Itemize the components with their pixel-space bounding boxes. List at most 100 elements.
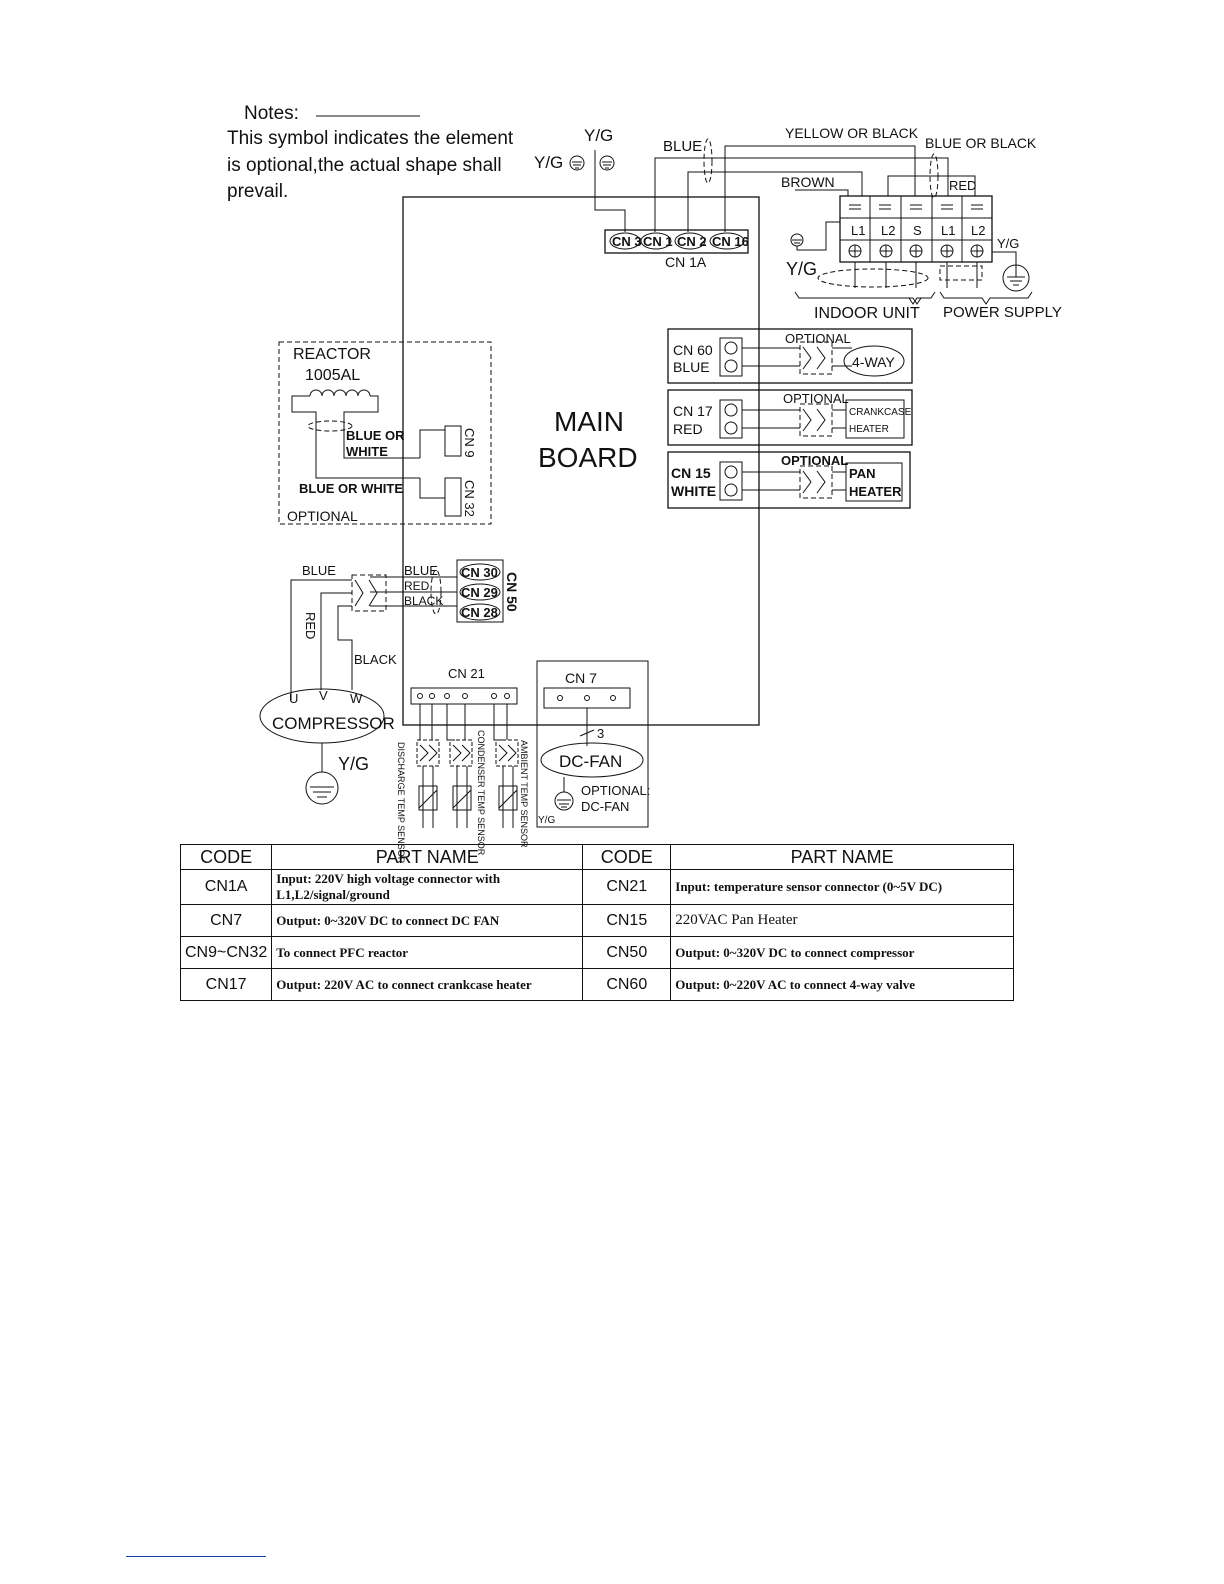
connector-block-cn1a xyxy=(604,229,749,254)
notes: Notes: This symbol indicates the element… xyxy=(227,103,514,202)
notes-heading: Notes: xyxy=(244,103,299,124)
table-header: CODE xyxy=(582,844,672,870)
wire-label-yellow-or-black: YELLOW OR BLACK xyxy=(785,125,919,141)
yg-label-top: Y/G xyxy=(584,126,613,145)
ground-icon xyxy=(554,791,574,811)
cn7-label: CN 7 xyxy=(565,670,597,686)
cn50-pin-label: CN 28 xyxy=(461,605,498,620)
dc-fan-body xyxy=(540,742,644,778)
table-cell-code: CN9~CN32 xyxy=(179,936,273,969)
ground-icon xyxy=(569,155,585,171)
optional-dc-fan: DC-FAN xyxy=(581,799,629,814)
main-board-outline xyxy=(402,196,760,726)
optional-label: OPTIONAL: xyxy=(581,783,650,798)
reactor-section: REACTOR 1005AL BLUE OR WHITE BLUE OR WHI… xyxy=(278,341,492,525)
yg-label-left: Y/G xyxy=(534,153,563,172)
wire-red-power xyxy=(887,175,976,196)
yg-label-compressor: Y/G xyxy=(338,754,369,774)
wire-cn1 xyxy=(654,157,949,232)
yg-label-indoor: Y/G xyxy=(786,259,817,279)
notes-line-1: This symbol indicates the element xyxy=(227,128,514,149)
indoor-unit-label: INDOOR UNIT xyxy=(814,305,920,322)
footer-rule xyxy=(126,1556,266,1557)
cn9-label: CN 9 xyxy=(462,428,477,458)
module-color-label: BLUE xyxy=(673,359,710,375)
wire-brown xyxy=(795,189,849,196)
table-row: CN17 Output: 220V AC to connect crankcas… xyxy=(179,968,1014,1001)
terminal-w: W xyxy=(350,691,363,706)
table-cell-part-name: Output: 0~320V DC to connect DC FAN xyxy=(271,904,584,937)
main-board-title-2: BOARD xyxy=(538,442,638,473)
wire-label-black: BLACK xyxy=(354,652,397,667)
table-cell-code: CN17 xyxy=(179,968,273,1001)
device-pan: PAN xyxy=(849,466,875,481)
module-cn15: CN 15 WHITE OPTIONAL PAN HEATER xyxy=(667,451,911,509)
svg-text:CN 3: CN 3 xyxy=(612,234,642,249)
table-cell-part-name: Output: 220V AC to connect crankcase hea… xyxy=(271,968,584,1001)
wiring-diagram: Notes: This symbol indicates the element… xyxy=(227,103,1062,864)
cn32-label: CN 32 xyxy=(462,480,477,517)
indoor-brace xyxy=(813,291,936,305)
part-name-line: L1,L2/signal/ground xyxy=(276,887,390,902)
yg-label-fan: Y/G xyxy=(538,815,555,826)
optional-box xyxy=(939,265,983,281)
wire-label-blue: BLUE xyxy=(302,563,336,578)
connector-cn32 xyxy=(444,477,462,517)
notes-line-3: prevail. xyxy=(227,181,288,202)
ground-icon xyxy=(599,155,615,171)
table-cell-code: CN60 xyxy=(582,968,672,1001)
wire-label-blue: BLUE xyxy=(404,563,438,578)
module-color-label: RED xyxy=(673,421,703,437)
dc-fan-label: DC-FAN xyxy=(559,752,622,771)
optional-ring xyxy=(307,420,353,432)
optional-label: OPTIONAL xyxy=(785,331,851,346)
cn50-label: CN 50 xyxy=(504,572,520,612)
terminal-label: L1 xyxy=(851,223,865,238)
optional-ring xyxy=(430,569,442,615)
cn50-pin-label: CN 29 xyxy=(461,585,498,600)
optional-ring xyxy=(703,138,713,184)
parts-table: CODE PART NAME CODE PART NAME CN1A Input… xyxy=(179,844,1014,1001)
optional-label: OPTIONAL xyxy=(783,391,849,406)
table-cell-part-name: 220VAC Pan Heater xyxy=(670,904,1014,937)
terminal-label: S xyxy=(913,223,922,238)
ground-icon xyxy=(790,233,804,247)
table-cell-part-name: Input: temperature sensor connector (0~5… xyxy=(670,869,1014,905)
terminal-label: L1 xyxy=(941,223,955,238)
connector-cn2: CN 2 xyxy=(674,232,707,250)
cn21-section: CN 21 DISCHARGE TEMP SENSOR CONDENSER TE… xyxy=(396,666,529,864)
sensor-condenser: CONDENSER TEMP SENSOR xyxy=(476,730,486,856)
wire-yg-cn3 xyxy=(594,150,626,232)
reactor-wire-b xyxy=(343,395,420,459)
connector-cn3: CN 3 xyxy=(609,232,642,250)
wire-label-brown: BROWN xyxy=(781,174,835,190)
reactor-coil xyxy=(309,389,371,397)
table-cell-code: CN50 xyxy=(582,936,672,969)
svg-text:CN 2: CN 2 xyxy=(677,234,707,249)
connector-block-label: CN 1A xyxy=(665,254,707,270)
optional-ring xyxy=(929,153,939,199)
ground-icon xyxy=(305,771,339,805)
module-cn-label: CN 17 xyxy=(673,403,713,419)
table-cell-part-name: To connect PFC reactor xyxy=(271,936,584,969)
table-header: PART NAME xyxy=(670,844,1014,870)
notes-line-2: is optional,the actual shape shall xyxy=(227,155,502,176)
wire-label-blue-or-black: BLUE OR BLACK xyxy=(925,135,1037,151)
indoor-brace-left xyxy=(794,291,921,305)
compressor-label: COMPRESSOR xyxy=(272,714,395,733)
wire-cn16 xyxy=(724,145,916,232)
wire-count: 3 xyxy=(597,726,604,741)
device-crankcase: CRANKCASE xyxy=(849,407,912,418)
sensor-ambient: AMBIENT TEMP SENSOR xyxy=(519,740,529,848)
module-color-label: WHITE xyxy=(671,483,716,499)
connector-cn16: CN 16 xyxy=(709,232,749,250)
reactor-wire-a xyxy=(291,395,420,479)
cn7-section: CN 7 3 DC-FAN Y/G OPTIONAL: DC-FAN xyxy=(536,660,650,828)
terminal-block: L1 L2 S L1 L2 xyxy=(839,195,993,263)
device-heater: HEATER xyxy=(849,424,889,435)
cn21-label: CN 21 xyxy=(448,666,485,681)
main-board-title-1: MAIN xyxy=(554,406,624,437)
table-header-row: CODE PART NAME CODE PART NAME xyxy=(179,844,1014,870)
module-cn-label: CN 15 xyxy=(671,465,711,481)
optional-label: OPTIONAL xyxy=(781,453,848,468)
